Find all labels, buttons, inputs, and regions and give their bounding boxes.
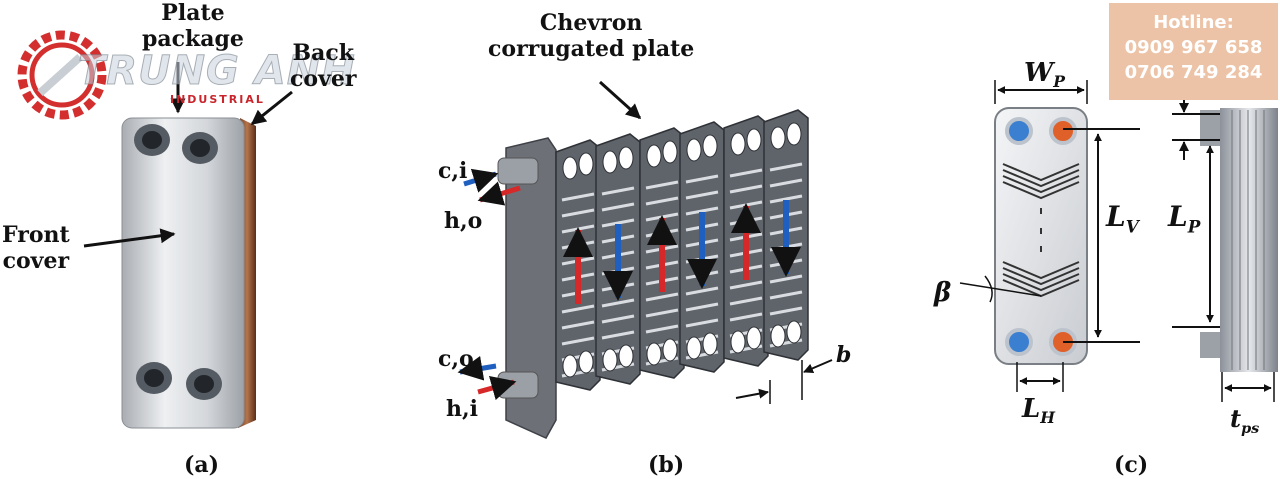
panel-a-exchanger — [83, 62, 293, 429]
label-hot-out: h,o — [444, 208, 483, 234]
corrugated-plate — [555, 139, 601, 391]
hotline-box: Hotline: 0909 967 658 0706 749 284 — [1109, 3, 1278, 100]
corrugated-plate — [679, 121, 725, 373]
label-hot-in: h,i — [446, 396, 479, 422]
panel-c-dimensions — [959, 80, 1278, 402]
hot-in-arrow — [477, 375, 517, 401]
hot-out-arrow — [477, 181, 521, 206]
brand-logo-text: TRUNG ANH — [78, 48, 356, 95]
hotline-phone-1[interactable]: 0909 967 658 — [1124, 37, 1263, 58]
hotline-title: Hotline: — [1153, 12, 1234, 33]
label-wp: WP — [1024, 58, 1065, 92]
label-chevron-plate: Chevron corrugated plate — [488, 10, 695, 62]
caption-c: (c) — [1114, 452, 1149, 478]
corrugated-plate — [723, 115, 769, 367]
gear-logo-icon — [17, 30, 107, 120]
cold-out-arrow — [457, 355, 497, 381]
cold-in-arrow — [463, 168, 499, 193]
label-cold-in: c,i — [438, 158, 468, 184]
port-icon — [134, 124, 222, 400]
caption-b: (b) — [648, 452, 685, 478]
label-lp: LP — [1168, 200, 1201, 237]
label-lh: LH — [1022, 394, 1056, 428]
brand-logo-subtext: INDUSTRIAL — [170, 93, 265, 106]
label-back-cover: Back cover — [290, 40, 357, 92]
corrugated-plate — [595, 133, 641, 385]
label-cold-out: c,o — [438, 346, 474, 372]
corrugated-plate — [763, 109, 809, 361]
corrugated-plate — [639, 127, 685, 379]
label-plate-package: Plate package — [142, 0, 244, 52]
hotline-phone-2[interactable]: 0706 749 284 — [1124, 62, 1263, 83]
label-lv: LV — [1106, 200, 1139, 237]
label-front-cover: Front cover — [2, 222, 70, 274]
label-tps: tps — [1230, 404, 1260, 437]
label-beta: β — [934, 278, 952, 308]
panel-b-exploded — [457, 80, 833, 439]
caption-a: (a) — [184, 452, 220, 478]
label-b: b — [836, 342, 852, 368]
